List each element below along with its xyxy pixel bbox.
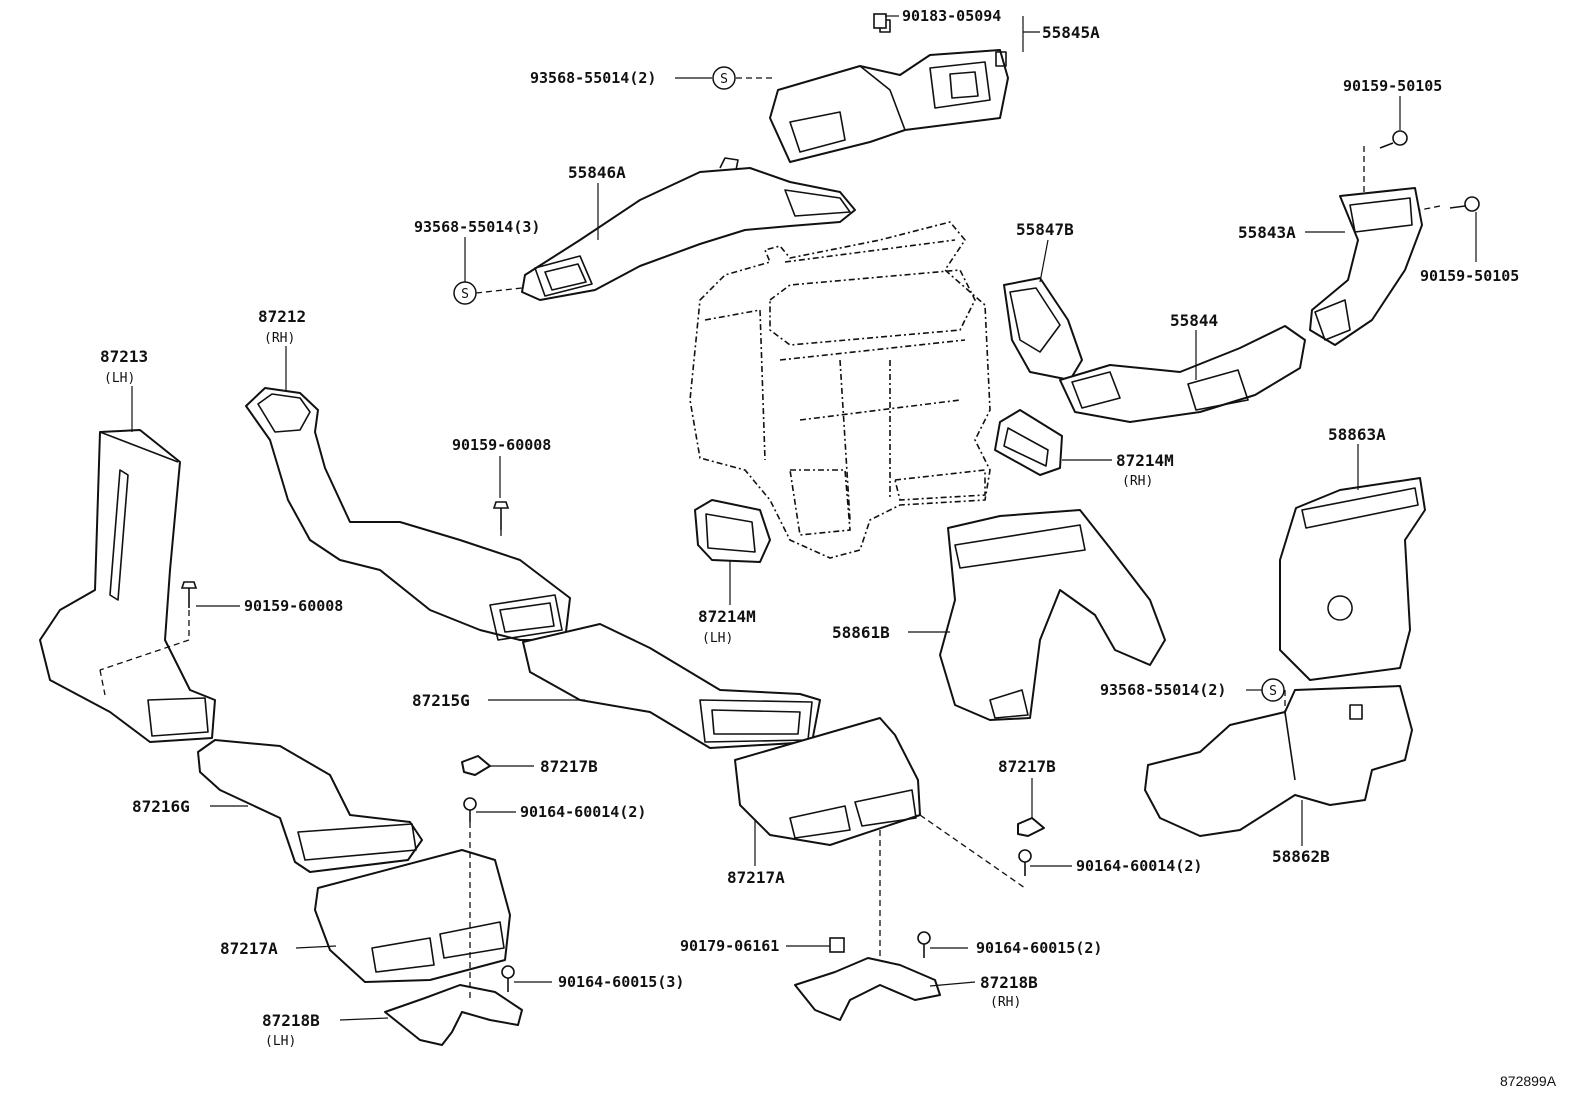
label-87214m-rh: 87214M [1116,451,1174,470]
label-90159-60008-center: 90159-60008 [452,436,551,454]
label-58862b: 58862B [1272,847,1330,866]
screw-icon [1379,130,1408,149]
label-90183-05094: 90183-05094 [902,7,1001,25]
part-87216g-connector-duct [197,739,423,873]
part-87215g-connector-duct [522,623,821,749]
svg-text:S: S [720,72,728,87]
label-90159-50105-right: 90159-50105 [1420,267,1519,285]
label-90179-06161: 90179-06161 [680,937,779,955]
label-93568-55014-3: 93568-55014(3) [414,218,540,236]
s-symbol-top: S [712,66,736,90]
svg-text:S: S [461,287,469,302]
label-55846a: 55846A [568,163,626,182]
label-87217b-right: 87217B [998,757,1056,776]
label-90164-60014-2-center: 90164-60014(2) [520,803,646,821]
part-55845a-defroster-nozzle [769,19,1009,163]
label-87214m-lh: 87214M [698,607,756,626]
label-87217a-center: 87217A [727,868,785,887]
label-87214m-lh-sub: (LH) [702,631,733,646]
label-87212-rh: (RH) [264,331,295,346]
s-symbol-left: S [453,281,477,305]
s-symbol-right: S [1261,678,1285,702]
screw-icon [917,931,931,958]
label-87217a-left: 87217A [220,939,278,958]
label-90164-60014-2-right: 90164-60014(2) [1076,857,1202,875]
label-90159-50105-top: 90159-50105 [1343,77,1442,95]
part-87218b-bracket-rh [794,957,941,1021]
label-87218b-lh: 87218B [262,1011,320,1030]
label-87217b-center: 87217B [540,757,598,776]
label-87213-lh: (LH) [104,371,135,386]
label-87216g: 87216G [132,797,190,816]
part-58862b-duct [1144,685,1413,837]
label-87212: 87212 [258,307,306,326]
part-55846a-side-defroster-duct [521,157,856,301]
screw-icon [1018,849,1032,876]
label-90164-60015-3: 90164-60015(3) [558,973,684,991]
label-55844: 55844 [1170,311,1218,330]
label-58861b: 58861B [832,623,890,642]
label-90164-60015-2: 90164-60015(2) [976,939,1102,957]
bolt-icon [180,581,198,608]
label-87213: 87213 [100,347,148,366]
clip-icon [873,13,887,29]
clip-icon [829,937,845,953]
label-87218b-lh-sub: (LH) [265,1034,296,1049]
part-58861b-duct [939,509,1166,721]
label-87215g: 87215G [412,691,470,710]
svg-text:S: S [1269,684,1277,699]
heater-unit-phantom [689,221,991,559]
part-87217b-clip-right [1017,817,1045,837]
part-87214m-register-rh [994,409,1063,476]
label-93568-55014-2-top: 93568-55014(2) [530,69,656,87]
part-55847b-duct [1003,277,1083,381]
label-90159-60008-left: 90159-60008 [244,597,343,615]
label-93568-55014-2-right: 93568-55014(2) [1100,681,1226,699]
label-87218b-rh-sub: (RH) [990,995,1021,1010]
screw-icon [463,797,477,822]
part-55844-center-duct [1059,325,1306,423]
part-87214m-register-lh [694,499,771,563]
part-58863a-duct [1279,477,1426,681]
screw-icon [1449,196,1480,212]
label-55843a: 55843A [1238,223,1296,242]
label-55847b: 55847B [1016,220,1074,239]
label-58863a: 58863A [1328,425,1386,444]
part-87213-rear-duct-lh [39,429,216,743]
part-87212-rear-duct-rh [245,387,571,641]
label-87218b-rh: 87218B [980,973,1038,992]
part-87217a-register-left [314,849,511,983]
bolt-icon [492,501,510,530]
part-55843a-side-duct [1309,187,1423,346]
part-87218b-bracket-lh [384,984,523,1046]
figure-code: 872899A [1500,1073,1557,1089]
screw-icon [501,965,515,992]
label-55845a: 55845A [1042,23,1100,42]
part-87217b-clip-center [461,755,491,776]
label-87214m-rh-sub: (RH) [1122,474,1153,489]
